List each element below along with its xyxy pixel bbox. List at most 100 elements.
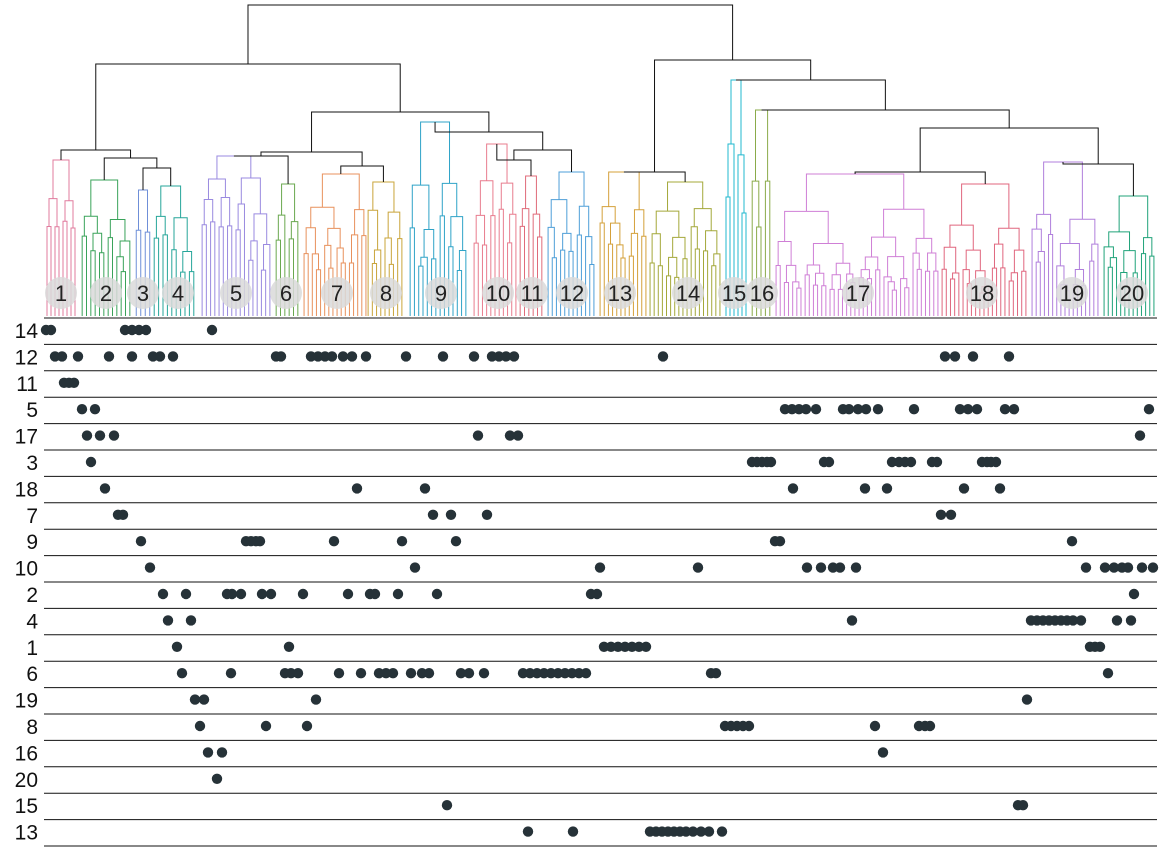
dot-row-6	[405, 668, 417, 679]
cluster-label: 5	[230, 281, 242, 306]
dot-row-4	[846, 615, 858, 626]
cluster-label: 13	[608, 281, 632, 306]
cluster-9-branch	[458, 249, 467, 316]
dot-row-2	[342, 588, 354, 600]
row-label: 4	[26, 610, 38, 633]
cluster-4-branch	[153, 237, 160, 316]
cluster-17-branch	[891, 289, 897, 316]
dot-row-18	[881, 483, 893, 494]
cluster-13-branch	[641, 235, 647, 316]
row-label: 11	[16, 373, 38, 396]
dot-row-9	[774, 536, 786, 547]
cluster-5-branch	[253, 213, 268, 245]
dot-row-12	[500, 351, 512, 362]
row-label: 18	[15, 478, 38, 501]
row-label: 7	[26, 505, 38, 528]
dot-row-10	[692, 562, 704, 573]
dot-row-8	[869, 720, 881, 732]
row-label: 3	[26, 452, 38, 475]
cluster-20-branch	[1107, 266, 1113, 316]
dot-row-12	[275, 351, 287, 362]
dot-row-3	[85, 456, 97, 468]
tree-link	[142, 167, 172, 190]
row-label: 16	[15, 742, 38, 765]
dot-row-12	[346, 351, 358, 362]
dot-row-10	[1147, 562, 1159, 573]
cluster-label: 15	[722, 281, 746, 306]
dot-row-1	[283, 641, 295, 652]
cluster-5-branch	[210, 221, 216, 316]
cluster-9-branch	[441, 182, 458, 217]
cluster-19-branch	[1037, 251, 1045, 316]
cluster-10-branch	[490, 215, 496, 316]
dot-row-12	[939, 351, 951, 362]
cluster-10-branch	[475, 214, 486, 245]
dot-row-9	[450, 536, 462, 547]
row-label: 15	[15, 795, 38, 818]
dot-row-7	[117, 509, 129, 520]
cluster-label-badge	[90, 277, 122, 309]
dot-row-6	[355, 668, 367, 679]
cluster-label-badge	[270, 277, 302, 309]
cluster-20-branch	[1143, 237, 1153, 257]
cluster-19-branch	[1089, 260, 1095, 316]
cluster-12-branch	[551, 257, 557, 316]
cluster-10-branch	[479, 180, 494, 216]
cluster-4-branch	[160, 185, 182, 218]
cluster-20-branch	[1149, 255, 1155, 316]
cluster-13-branch	[608, 171, 640, 210]
cluster-19-branch	[1035, 261, 1041, 316]
cluster-14-branch	[705, 230, 718, 254]
cluster-label-badge	[162, 277, 194, 309]
dot-row-20	[211, 773, 223, 784]
cluster-12-branch	[578, 205, 590, 237]
cluster-14-branch	[649, 262, 655, 316]
cluster-1-branch	[48, 198, 58, 227]
dot-row-3	[931, 456, 943, 468]
dot-row-13	[695, 826, 707, 837]
cluster-8-branch	[372, 181, 395, 213]
cluster-label-badge	[672, 277, 704, 309]
dot-row-10	[594, 562, 606, 573]
cluster-7-branch	[354, 209, 365, 236]
dot-row-7	[427, 509, 439, 520]
cluster-label: 6	[280, 281, 292, 306]
cluster-7-branch	[351, 234, 359, 316]
dot-row-5	[76, 404, 88, 415]
dot-row-17	[108, 430, 120, 441]
cluster-label: 19	[1060, 281, 1084, 306]
cluster-17-branch	[815, 272, 825, 286]
dot-row-18	[99, 483, 111, 494]
cluster-5-branch	[203, 198, 214, 225]
cluster-5-branch	[260, 269, 267, 316]
tree-link	[260, 151, 363, 166]
cluster-20-branch	[1109, 257, 1118, 316]
cluster-14-branch	[657, 265, 663, 316]
cluster-17-branch	[864, 256, 879, 270]
cluster-label: 8	[380, 281, 392, 306]
cluster-19-branch	[1069, 218, 1096, 245]
cluster-13-branch	[599, 222, 605, 316]
cluster-13-branch	[633, 209, 645, 237]
tree-link	[103, 157, 158, 180]
cluster-16-branch	[764, 180, 771, 316]
cluster-label-badge	[718, 277, 750, 309]
dot-row-4	[1067, 615, 1079, 626]
cluster-17-branch	[812, 284, 819, 316]
cluster-18-branch	[993, 243, 1004, 269]
cluster-6-branch	[281, 183, 296, 222]
cluster-7-branch	[324, 244, 332, 316]
cluster-18-branch	[952, 272, 960, 316]
cluster-17-branch	[904, 287, 910, 316]
dot-row-18	[994, 483, 1006, 494]
dot-row-15	[441, 800, 453, 811]
cluster-1-branch	[62, 220, 68, 316]
cluster-9-branch	[423, 229, 435, 259]
cluster-17-branch	[933, 270, 939, 316]
dot-row-12	[326, 351, 338, 362]
row-label: 2	[26, 584, 38, 607]
row-label: 10	[15, 558, 38, 581]
cluster-label: 7	[331, 281, 343, 306]
dot-row-9	[135, 536, 147, 547]
dot-row-12	[103, 351, 115, 362]
